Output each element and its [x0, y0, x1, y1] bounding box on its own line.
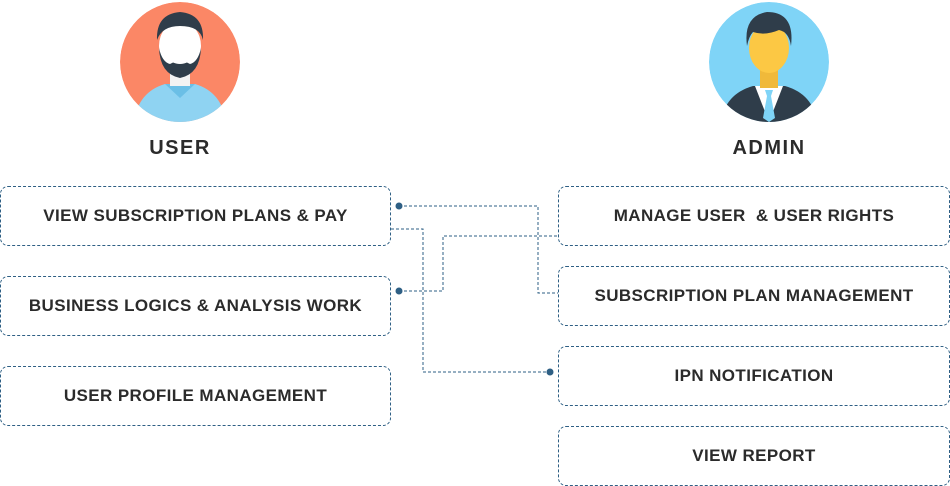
user-item-view-subscription: VIEW SUBSCRIPTION PLANS & PAY: [0, 186, 391, 246]
user-item-profile-management: USER PROFILE MANAGEMENT: [0, 366, 391, 426]
bearded-man-icon: [120, 2, 240, 122]
admin-item-ipn-notification: IPN NOTIFICATION: [558, 346, 950, 406]
connector-ipn: [391, 228, 550, 373]
admin-item-view-report: VIEW REPORT: [558, 426, 950, 486]
admin-avatar-icon: [709, 2, 829, 122]
admin-item-subscription-plan: SUBSCRIPTION PLAN MANAGEMENT: [558, 266, 950, 326]
connector-dot: [546, 368, 554, 376]
user-item-business-logics: BUSINESS LOGICS & ANALYSIS WORK: [0, 276, 391, 336]
user-title: USER: [149, 137, 211, 159]
connector-dot: [395, 202, 403, 210]
businessman-with-tie-icon: [709, 2, 829, 122]
admin-title: ADMIN: [732, 137, 806, 159]
connector-subscription: [399, 205, 558, 294]
admin-item-manage-user: MANAGE USER & USER RIGHTS: [558, 186, 950, 246]
user-avatar-icon: [120, 2, 240, 122]
connector-dot: [395, 287, 403, 295]
connector-business-logics: [399, 235, 558, 292]
